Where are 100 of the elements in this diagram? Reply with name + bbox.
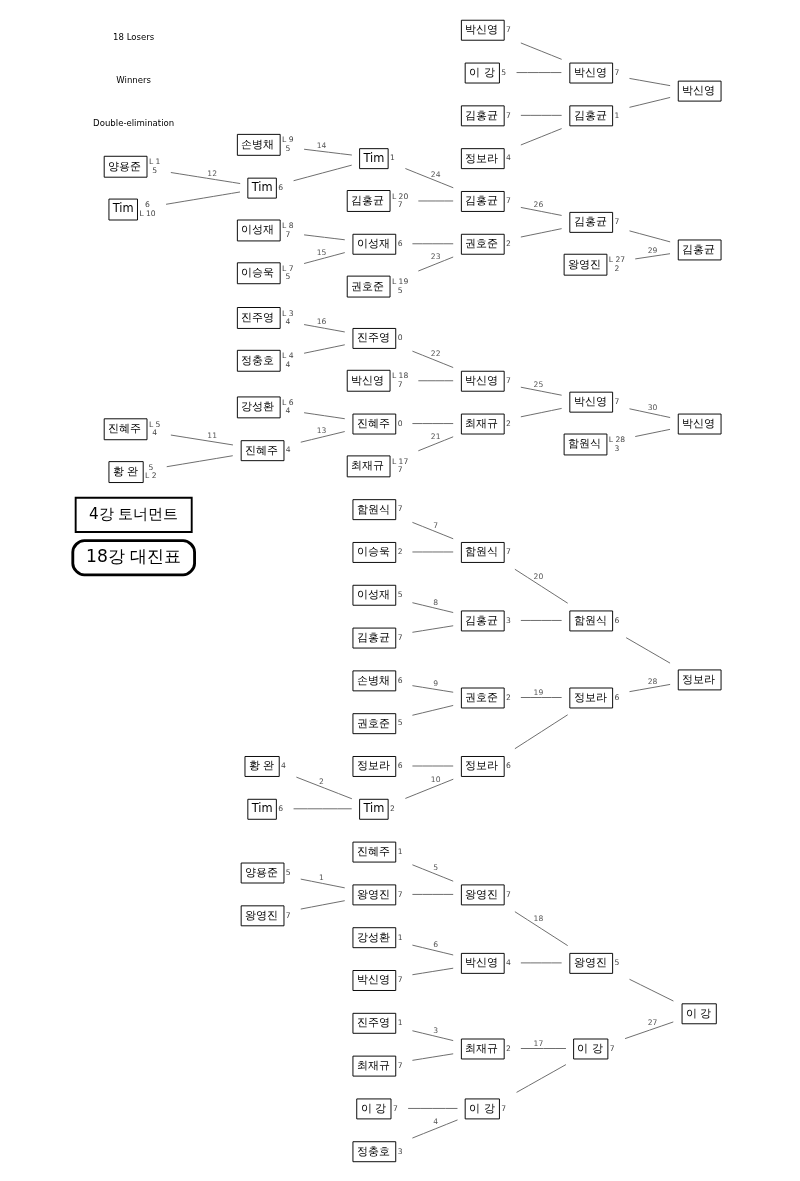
node-box: 함원식 — [460, 542, 505, 563]
edge-label: 6 — [432, 940, 438, 950]
node-label: 7 — [505, 547, 511, 557]
node-label: 3 — [505, 615, 511, 625]
node-label: L 4 — [281, 351, 294, 361]
node-label: 1 — [397, 932, 402, 942]
node-label: 6 — [505, 761, 511, 771]
node-box: 정보라 — [351, 756, 396, 777]
node-box: 이성재 — [351, 584, 396, 606]
label: Winners — [115, 75, 151, 86]
node-label: L 18 — [391, 371, 408, 381]
connector — [303, 324, 345, 333]
edge-label: 24 — [430, 169, 441, 179]
connector — [292, 164, 352, 182]
connector — [411, 521, 454, 540]
node-label: 4 — [505, 958, 511, 968]
edge-label: 26 — [533, 200, 543, 210]
node-label: 1 — [389, 153, 395, 163]
node-label: 5 — [284, 272, 290, 282]
node-label: 7 — [397, 504, 402, 514]
node-box: 김홍균 — [351, 627, 396, 649]
connector — [411, 864, 454, 882]
node-label: 1 — [397, 1018, 402, 1028]
node-box: 최재규 — [346, 455, 390, 478]
node-label: 5 — [500, 67, 506, 77]
node-label: L 8 — [281, 220, 294, 230]
node-label: 6 — [614, 692, 619, 702]
node-box: 박신영 — [460, 370, 505, 392]
connector — [411, 350, 454, 368]
node-box: 강성환 — [236, 396, 281, 419]
node-label: 2 — [505, 418, 511, 428]
node-box: 최재규 — [460, 413, 505, 435]
edge-label: 14 — [316, 141, 326, 151]
connector — [165, 455, 233, 468]
node-box: 양용준 — [103, 155, 147, 178]
node-label: 6 — [277, 182, 283, 192]
connector — [299, 900, 345, 910]
node-label: L 28 — [608, 435, 625, 445]
label: Double-elimination — [92, 118, 174, 129]
node-box: 18강 대진표 — [70, 539, 196, 577]
connector — [519, 620, 562, 621]
node-box: 진혜주 — [351, 413, 396, 435]
node-box: 권호준 — [460, 687, 505, 709]
connector — [411, 704, 454, 716]
node-label: 7 — [284, 229, 290, 239]
node-label: L 7 — [281, 263, 294, 273]
node-box: 황 완 — [244, 756, 280, 777]
node-box: 강성환 — [351, 927, 396, 949]
node-box: 김홍균 — [460, 105, 505, 127]
node-label: 2 — [505, 239, 511, 249]
node-box: 왕영진 — [568, 952, 613, 974]
node-label: 1 — [397, 846, 402, 856]
edge-label: 15 — [316, 247, 326, 257]
connector — [513, 568, 568, 604]
node-box: 함원식 — [563, 433, 607, 456]
node-label: 7 — [505, 889, 511, 899]
node-label: 5 — [147, 462, 153, 472]
node-label: 5 — [614, 958, 619, 968]
edge-label: 12 — [206, 168, 217, 178]
connector — [519, 228, 562, 238]
edge-label: 28 — [647, 676, 657, 686]
node-box: 박신영 — [568, 62, 613, 84]
node-box: 박신영 — [460, 952, 505, 974]
node-label: 0 — [397, 418, 402, 428]
node-label: 3 — [397, 1146, 402, 1156]
node-box: Tim — [246, 798, 277, 820]
node-label: L 9 — [281, 135, 294, 145]
node-label: 6 — [397, 761, 402, 771]
node-box: 진혜주 — [351, 841, 396, 863]
node-label: 6 — [144, 200, 150, 210]
connector — [411, 423, 454, 425]
node-box: 김홍균 — [460, 191, 505, 212]
node-label: 5 — [397, 285, 402, 295]
connector — [628, 77, 671, 87]
node-box: 손병채 — [351, 670, 396, 692]
connector — [303, 234, 345, 241]
edge-label: 10 — [430, 774, 441, 784]
node-label: 2 — [389, 804, 395, 814]
node-label: L 19 — [391, 277, 408, 287]
node-box: 권호준 — [346, 275, 390, 298]
node-box: 박신영 — [346, 369, 390, 392]
node-box: 정보라 — [460, 148, 505, 170]
edge-label: 8 — [432, 597, 438, 607]
edge-label: 19 — [533, 688, 543, 698]
node-label: 6 — [397, 675, 402, 685]
node-box: 왕영진 — [460, 884, 505, 906]
node-box: 이 강 — [464, 1098, 500, 1120]
node-box: 왕영진 — [563, 253, 607, 276]
connector — [515, 72, 562, 74]
edge-label: 29 — [647, 245, 657, 255]
node-label: 7 — [609, 1043, 615, 1053]
node-label: 2 — [505, 692, 511, 702]
edge-label: 11 — [206, 431, 217, 441]
node-label: 4 — [285, 445, 291, 455]
connector — [634, 428, 670, 437]
node-box: 손병채 — [236, 133, 281, 156]
node-box: 4강 토너먼트 — [74, 496, 193, 533]
node-box: 최재규 — [351, 1055, 396, 1077]
node-label: 7 — [614, 396, 619, 406]
edge-label: 18 — [533, 914, 543, 924]
